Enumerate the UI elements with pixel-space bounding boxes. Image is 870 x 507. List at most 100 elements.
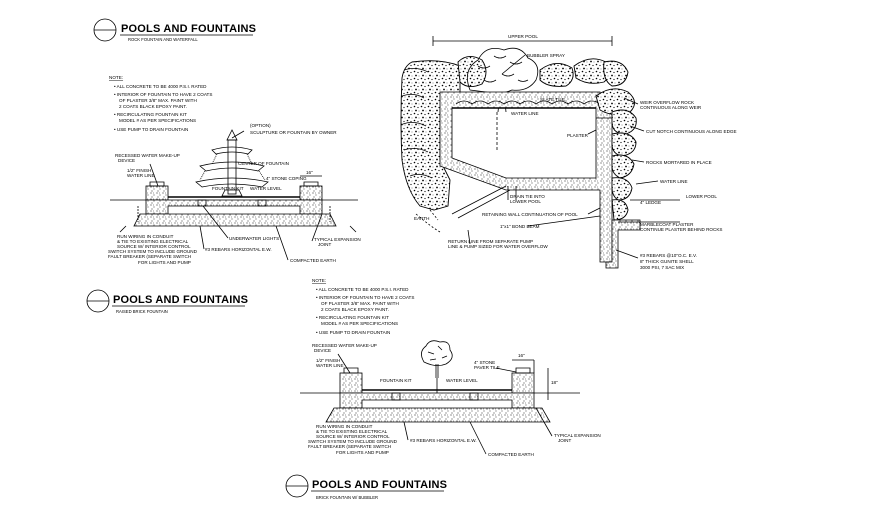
label-rebars-right: #3 REBARS @10"O.C. E.V. xyxy=(640,253,697,258)
label-expansion-joint: TYPICAL EXPANSION xyxy=(554,433,601,438)
label-water-line: WATER LINE xyxy=(511,111,539,116)
label-drain-tie: DRAIN TIE INTO xyxy=(510,194,545,199)
note-line: • ALL CONCRETE TO BE 4000 P.S.I. RATED xyxy=(316,287,409,292)
label-earth: EARTH xyxy=(414,216,430,221)
label-bond-beam: 1"x1" BOND BEAM xyxy=(500,224,540,229)
wiring-line: & TIE TO EXISTING ELECTRICAL xyxy=(117,239,189,244)
wiring-line: SOURCE W/ INTERIOR CONTROL xyxy=(316,434,390,439)
label-joint: JOINT xyxy=(318,242,331,247)
label-sculpture: SCULPTURE OR FOUNTAIN BY OWNER xyxy=(250,130,337,135)
label-ledge: 4" LEDGE xyxy=(640,200,661,205)
note-line: • RECIRCULATING FOUNTAIN KIT xyxy=(316,315,389,320)
label-lower-pool: LOWER POOL xyxy=(686,194,717,199)
section-title: POOLS AND FOUNTAINS xyxy=(312,479,447,491)
tiered-fountain-drawing xyxy=(195,129,269,197)
note-line: • INTERIOR OF FOUNTAIN TO HAVE 2 COATS xyxy=(114,92,212,97)
label-paver-tile: PAVER TILE xyxy=(474,365,500,370)
label-dim-16: 16" xyxy=(306,170,313,175)
label-water-level: WATER LEVEL xyxy=(250,186,282,191)
note-line: • USE PUMP TO DRAIN FOUNTAIN xyxy=(316,330,390,335)
note-line: OF PLASTER 3/8" MAX. PAINT WITH xyxy=(321,301,399,306)
label-finish: 1/2" FINISH xyxy=(127,168,151,173)
note-line: • USE PUMP TO DRAIN FOUNTAIN xyxy=(114,127,188,132)
label-dim-18: 18" xyxy=(551,380,558,385)
note-line: 2 COATS BLACK EPOXY PAINT. xyxy=(119,104,187,109)
label-water-line: WATER LINE xyxy=(127,173,155,178)
label-slate-tile: SLATE TILE xyxy=(540,97,565,102)
label-fountain-kit: FOUNTAIN KIT xyxy=(380,378,412,383)
label-dim-16: 16" xyxy=(518,353,525,358)
raised-pool-section xyxy=(110,181,358,233)
wiring-line: FAULT BREAKER (SEPARATE SWITCH xyxy=(108,254,191,259)
label-compacted-earth: COMPACTED EARTH xyxy=(290,258,336,263)
title-block-bubbler: POOLS AND FOUNTAINS BRICK FOUNTAIN W/ BU… xyxy=(285,474,447,500)
label-water-makeup-device: DEVICE xyxy=(314,348,331,353)
label-marblecoat: MARBLECOAT PLASTER xyxy=(640,222,694,227)
wiring-note-top: RUN WIRING IN CONDUIT & TIE TO EXISTING … xyxy=(108,234,198,265)
label-weir-rock: WEIR OVERFLOW ROCK xyxy=(640,100,695,105)
note-line: 2 COATS BLACK EPOXY PAINT. xyxy=(321,307,389,312)
label-expansion-joint: TYPICAL EXPANSION xyxy=(314,237,361,242)
section-subtitle: ROCK FOUNTAIN AND WATERFALL xyxy=(128,37,198,42)
note-line: MODEL # AS PER SPECIFICATIONS xyxy=(321,321,398,326)
label-bubbler-spray: BUBBLER SPRAY xyxy=(527,53,565,58)
label-water-makeup: RECESSED WATER MAKE-UP xyxy=(312,343,377,348)
label-center-fountain: CENTER OF FOUNTAIN xyxy=(238,161,289,166)
wiring-line: RUN WIRING IN CONDUIT xyxy=(316,424,373,429)
title-block-raised-brick: POOLS AND FOUNTAINS RAISED BRICK FOUNTAI… xyxy=(86,289,248,314)
wiring-line: FOR LIGHTS AND PUMP xyxy=(138,260,191,265)
note-line: MODEL # AS PER SPECIFICATIONS xyxy=(119,118,196,123)
wiring-line: & TIE TO EXISTING ELECTRICAL xyxy=(316,429,388,434)
label-rebars: #3 REBARS HORIZONTAL E.W. xyxy=(410,438,477,443)
label-stone-coping: 4" STONE COPING xyxy=(266,176,307,181)
label-compacted-earth: COMPACTED EARTH xyxy=(488,452,534,457)
wiring-line: SWITCH SYSTEM TO INCLUDE GROUND xyxy=(108,249,198,254)
notes-bottom: NOTE: • ALL CONCRETE TO BE 4000 P.S.I. R… xyxy=(312,278,414,335)
small-tree-drawing xyxy=(421,340,453,378)
label-plaster: PLASTER xyxy=(567,133,589,138)
label-joint: JOINT xyxy=(558,438,571,443)
label-return-line: RETURN LINE FROM SEPARATE PUMP xyxy=(448,239,533,244)
lower-pool-base xyxy=(605,219,641,269)
wiring-line: SWITCH SYSTEM TO INCLUDE GROUND xyxy=(308,439,398,444)
label-marblecoat-continue: CONTINUE PLASTER BEHIND ROCKS xyxy=(640,227,722,232)
title-block-rock-fountain: POOLS AND FOUNTAINS ROCK FOUNTAIN AND WA… xyxy=(93,18,256,42)
wiring-line: FOR LIGHTS AND PUMP xyxy=(336,450,389,455)
label-weir-continuous: CONTINUOUS ALONG WEIR xyxy=(640,105,702,110)
label-gunite-mix: 3000 PSI, 7 SAC MIX xyxy=(640,265,684,270)
label-underwater-lights: UNDERWATER LIGHTS xyxy=(229,236,279,241)
note-line: • INTERIOR OF FOUNTAIN TO HAVE 2 COATS xyxy=(316,295,414,300)
note-line: • RECIRCULATING FOUNTAIN KIT xyxy=(114,112,187,117)
section-subtitle: RAISED BRICK FOUNTAIN xyxy=(116,309,168,314)
boulder xyxy=(539,63,574,87)
label-upper-pool: UPPER POOL xyxy=(508,34,538,39)
section-brick-fountain: 16" 18" RECESSED WATER MAKE-UP DEVICE 1/… xyxy=(300,340,601,457)
wiring-line: RUN WIRING IN CONDUIT xyxy=(117,234,174,239)
label-stone: 4" STONE xyxy=(474,360,495,365)
notes-heading: NOTE: xyxy=(109,75,123,80)
section-rock-fountain: (OPTION) SCULPTURE OR FOUNTAIN BY OWNER … xyxy=(108,123,361,265)
label-rebars: #3 REBARS HORIZONTAL E.W. xyxy=(205,247,272,252)
boulder xyxy=(457,56,487,87)
label-water-makeup-device: DEVICE xyxy=(118,158,135,163)
label-water-line-lower: WATER LINE xyxy=(660,179,688,184)
notes-top: NOTE: • ALL CONCRETE TO BE 4000 P.S.I. R… xyxy=(109,75,212,132)
label-water-line: WATER LINE xyxy=(316,363,344,368)
section-waterfall: UPPER POOL BUBBLER SPRAY SLATE TILE WATE… xyxy=(400,34,737,270)
label-finish: 1/2" FINISH xyxy=(316,358,340,363)
label-drain-lower: LOWER POOL xyxy=(510,199,541,204)
rock-stack-right xyxy=(595,88,637,221)
section-title: POOLS AND FOUNTAINS xyxy=(121,23,256,35)
note-line: OF PLASTER 3/8" MAX. PAINT WITH xyxy=(119,98,197,103)
label-return-pump: LINE & PUMP SIZED FOR WATER OVERFLOW xyxy=(448,244,548,249)
wiring-line: SOURCE W/ INTERIOR CONTROL xyxy=(117,244,191,249)
note-line: • ALL CONCRETE TO BE 4000 P.S.I. RATED xyxy=(114,84,207,89)
label-water-level: WATER LEVEL xyxy=(446,378,478,383)
wiring-note-bottom: RUN WIRING IN CONDUIT & TIE TO EXISTING … xyxy=(308,424,398,455)
label-gunite-shell: 8" THICK GUNITE SHELL xyxy=(640,259,694,264)
label-rocks-mortared: ROCKS MORTARED IN PLACE xyxy=(646,160,712,165)
boulder xyxy=(603,60,629,87)
label-fountain-kit: FOUNTAIN KIT xyxy=(212,186,244,191)
label-water-makeup: RECESSED WATER MAKE-UP xyxy=(115,153,180,158)
